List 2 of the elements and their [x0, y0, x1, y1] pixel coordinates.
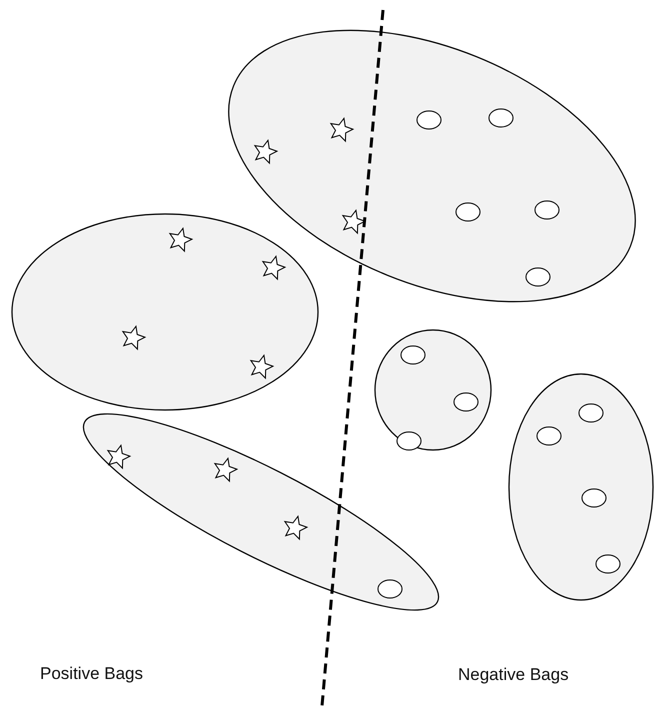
- group-label: Negative Bags: [458, 665, 569, 685]
- group-label: Positive Bags: [40, 664, 143, 684]
